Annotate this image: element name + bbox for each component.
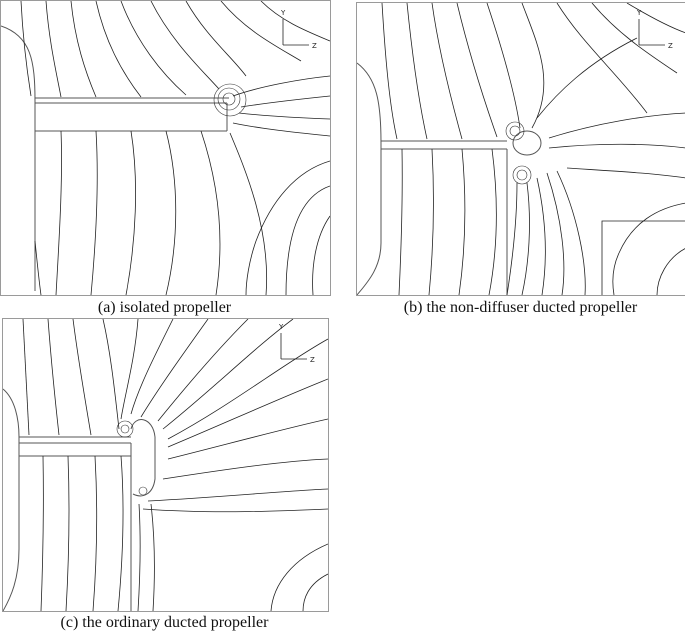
axis-y-label: Y (636, 9, 642, 17)
hub-geometry (3, 388, 156, 611)
axis-z-label: Z (312, 42, 317, 50)
axis-z-label: Z (310, 356, 315, 364)
axis-triad: Y Z (636, 9, 673, 50)
axis-triad: Y Z (278, 323, 315, 364)
axis-z-label: Z (668, 42, 673, 50)
streamlines-c (22, 319, 328, 611)
streamlines-b (381, 3, 685, 295)
hub-geometry (1, 25, 229, 291)
streamline-plot-ordinary-duct: Y Z (2, 318, 329, 612)
axis-triad: Y Z (280, 9, 317, 50)
hub-geometry (357, 62, 542, 295)
streamline-plot-isolated-propeller: Y Z (0, 0, 331, 296)
caption-a: (a) isolated propeller (97, 299, 232, 316)
streamline-svg-b: Y Z (357, 3, 685, 295)
axis-y-label: Y (280, 9, 286, 17)
streamline-svg-c: Y Z (3, 319, 328, 611)
streamline-svg-a: Y Z (1, 1, 330, 295)
caption-b: (b) the non-diffuser ducted propeller (403, 299, 638, 316)
axis-y-label: Y (278, 323, 284, 331)
caption-c: (c) the ordinary ducted propeller (60, 614, 269, 631)
streamline-plot-non-diffuser-duct: Y Z (356, 2, 685, 296)
streamlines-a (20, 1, 330, 295)
